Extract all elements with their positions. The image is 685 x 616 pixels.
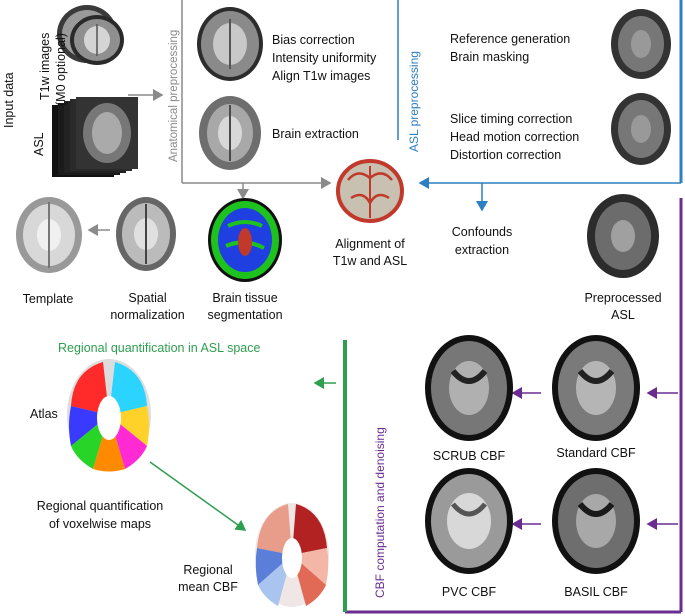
asl-steps-1: Reference generation Brain masking (450, 30, 570, 66)
regional-quantification-title: Regional quantification in ASL space (58, 341, 261, 355)
alignment-line2: T1w and ASL (332, 254, 408, 268)
regional-quant-line1: Regional quantification (36, 499, 164, 513)
spatial-line2: normalization (110, 308, 185, 322)
basil-cbf-image (552, 468, 640, 574)
preprocessed-line1: Preprocessed (584, 291, 662, 305)
asl-step-distortion: Distortion correction (450, 148, 562, 162)
atlas-parcellation-image (67, 359, 151, 472)
scrub-cbf-image (425, 335, 513, 441)
preprocessed-asl-label: Preprocessed ASL (573, 290, 673, 324)
template-brain-image (16, 197, 82, 273)
asl-corrected-image (611, 93, 671, 165)
asl-step-slice-timing: Slice timing correction (450, 112, 573, 126)
regional-mean-line1: Regional (183, 563, 233, 577)
input-data-section-label: Input data (2, 72, 16, 128)
basil-cbf-label: BASIL CBF (564, 585, 628, 599)
segmentation-line1: Brain tissue (212, 291, 278, 305)
atlas-label: Atlas (30, 407, 58, 421)
anatomical-section-label: Anatomical preprocessing (168, 29, 180, 162)
anatomical-steps-1: Bias correction Intensity uniformity Ali… (272, 31, 376, 85)
asl-steps-2: Slice timing correction Head motion corr… (450, 110, 579, 164)
spatial-line1: Spatial (128, 291, 167, 305)
confounds-line2: extraction (454, 243, 510, 257)
anatomical-step-align: Align T1w images (272, 69, 371, 83)
asl-step-masking: Brain masking (450, 50, 530, 64)
scrub-cbf-label: SCRUB CBF (432, 449, 506, 463)
anatomical-step-bias: Bias correction (272, 33, 355, 47)
asl-step-head-motion: Head motion correction (450, 130, 580, 144)
pvc-cbf-image (425, 468, 513, 574)
brain-extracted-t1w-image (199, 96, 261, 170)
anatomical-step-brain-extraction: Brain extraction (272, 127, 359, 141)
preprocessed-line2: ASL (611, 308, 635, 322)
alignment-overlay-image (336, 159, 404, 223)
alignment-line1: Alignment of (335, 237, 405, 251)
t1w-label-line2: (M0 optional) (54, 33, 68, 106)
regional-mean-line2: mean CBF (178, 580, 238, 594)
segmentation-label: Brain tissue segmentation (200, 290, 290, 324)
pvc-cbf-label: PVC CBF (441, 585, 497, 599)
segmentation-line2: segmentation (207, 308, 283, 322)
asl-reference-image (607, 6, 675, 81)
standard-cbf-image (552, 335, 640, 441)
tissue-segmentation-image (208, 198, 282, 282)
alignment-label: Alignment of T1w and ASL (325, 236, 415, 270)
confounds-line1: Confounds (451, 225, 513, 239)
asl-step-reference: Reference generation (450, 32, 571, 46)
regional-mean-cbf-image (255, 503, 329, 607)
asl-section-label: ASL preprocessing (407, 51, 421, 152)
normalized-t1w-image (116, 197, 176, 271)
t1w-label-wrap: T1w images (M0 optional) (38, 8, 68, 106)
confounds-label: Confounds extraction (440, 223, 524, 259)
regional-quant-line2: of voxelwise maps (48, 517, 152, 531)
preprocessed-asl-image (587, 194, 659, 278)
asl-input-images (52, 97, 138, 177)
regional-quant-label: Regional quantification of voxelwise map… (20, 497, 180, 533)
standard-cbf-label: Standard CBF (556, 446, 636, 460)
t1w-label-line1: T1w images (38, 32, 52, 100)
regional-mean-cbf-label: Regional mean CBF (168, 562, 248, 596)
bias-corrected-t1w-image (197, 7, 263, 81)
atlas-to-mean-arrow (149, 461, 247, 531)
asl-input-label: ASL (32, 132, 46, 156)
anatomical-step-intensity: Intensity uniformity (272, 51, 377, 65)
spatial-normalization-label: Spatial normalization (105, 290, 190, 324)
t1w-input-images (57, 5, 124, 65)
template-label: Template (22, 292, 74, 306)
cbf-section-label: CBF computation and denoising (373, 427, 387, 598)
